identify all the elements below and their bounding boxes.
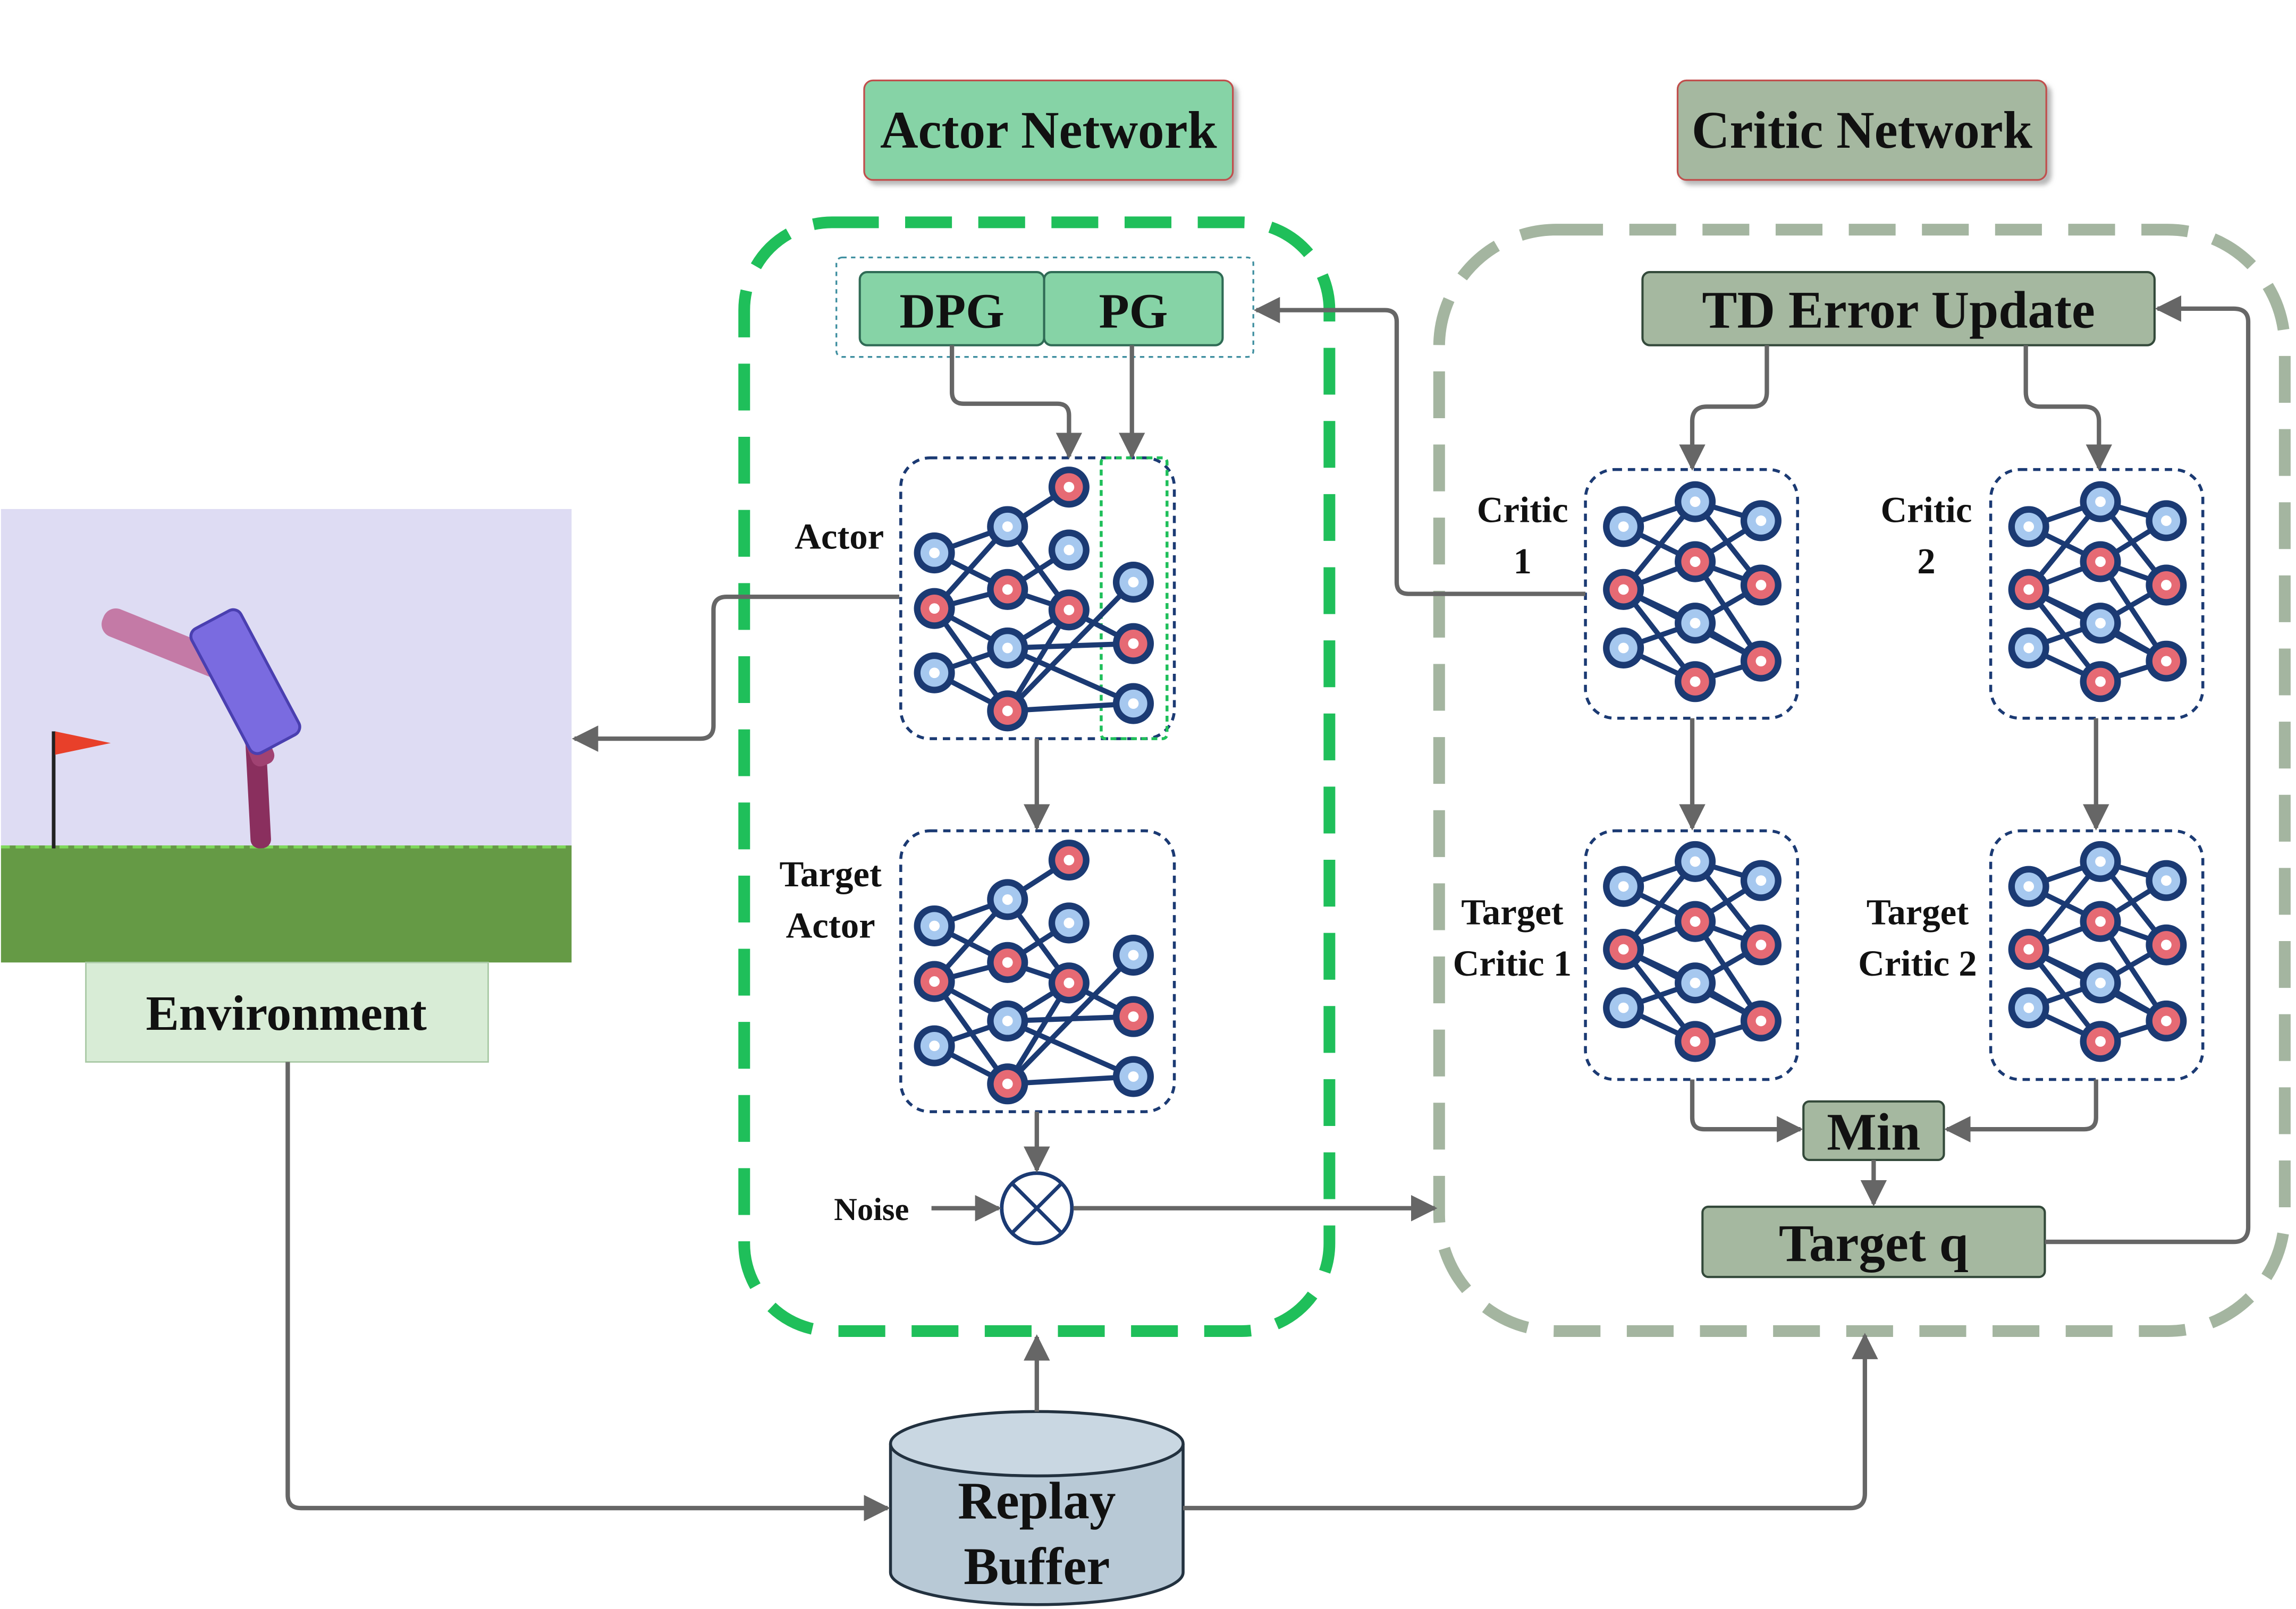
actor-network-title-text: Actor Network: [880, 101, 1217, 159]
arrow-td-to-critic2: [2023, 345, 2113, 471]
pg-label: PG: [1099, 284, 1168, 339]
environment-panel: Environment: [1, 509, 572, 1063]
environment-label-box: [85, 961, 489, 1063]
arrow-dpg-to-actor: [950, 345, 1083, 459]
actor-network-graph: [914, 467, 1154, 732]
noise-label: Noise: [834, 1192, 909, 1227]
arrow-target-q-to-td: [2045, 295, 2251, 1244]
neural-network-graphics: [914, 467, 2187, 1105]
target-critic2-net-box: [1989, 829, 2205, 1081]
environment-sky: [1, 509, 572, 849]
target-actor-label-line2: Actor: [786, 905, 875, 945]
critic2-label-line1: Critic: [1880, 490, 1972, 530]
target-critic1-net-box: [1584, 829, 1799, 1081]
target-critic1-label-line1: Target: [1461, 892, 1563, 933]
arrow-environment-to-replay: [285, 1062, 890, 1521]
min-label: Min: [1827, 1104, 1920, 1162]
arrow-actor-to-environment: [571, 594, 900, 752]
flag-icon: [52, 731, 111, 849]
actor-output-highlight: [1100, 456, 1169, 740]
policy-gradient-group: [835, 256, 1254, 358]
network-edge: [1006, 580, 1135, 713]
arrow-target-critic1-to-min: [1690, 1079, 1803, 1142]
critic2-network-graph: [2008, 481, 2187, 702]
td-error-update-label: TD Error Update: [1702, 282, 2095, 340]
target-q-label: Target q: [1779, 1215, 1969, 1273]
target-critic2-label-line1: Target: [1867, 892, 1969, 933]
connector-arrows: [285, 295, 2251, 1521]
noise-mixer-icon: [1000, 1171, 1074, 1246]
target-critic2-network-graph: [2008, 841, 2187, 1062]
arrow-critic1-to-pg: [1253, 297, 1586, 596]
critic1-network-graph: [1603, 481, 1782, 702]
critic-network-container: [1433, 224, 2291, 1337]
target-actor-network-graph: [914, 840, 1154, 1105]
actor-network-title: [863, 79, 1234, 181]
critic2-net-box: [1989, 468, 2205, 720]
target-critic2-label-line2: Critic 2: [1858, 943, 1977, 984]
critic-network-title: [1676, 79, 2047, 181]
network-edge: [1006, 953, 1135, 1086]
critic2-label-line2: 2: [1917, 541, 1935, 581]
critic1-label-line1: Critic: [1477, 490, 1568, 530]
arrow-replay-to-critic: [1183, 1333, 1878, 1511]
environment-label: Environment: [146, 986, 427, 1041]
critic-network-title-text: Critic Network: [1692, 101, 2032, 159]
environment-ground: [1, 845, 572, 963]
dpg-label: DPG: [899, 284, 1004, 339]
replay-buffer-label-line1: Replay: [958, 1472, 1116, 1530]
network-edge: [1007, 701, 1134, 714]
replay-buffer-label-line2: Buffer: [964, 1538, 1110, 1596]
actor-label: Actor: [795, 516, 884, 556]
critic1-label-line2: 1: [1513, 541, 1531, 581]
network-edge: [1006, 646, 1135, 706]
arrow-target-critic2-to-min: [1944, 1079, 2098, 1142]
target-critic1-network-graph: [1603, 841, 1782, 1062]
network-edge: [1006, 1018, 1135, 1079]
td-error-update-box: [1641, 270, 2156, 346]
bipedal-walker-icon: [102, 608, 301, 849]
target-critic1-label-line2: Critic 1: [1453, 943, 1572, 984]
network-edge: [1007, 1074, 1134, 1087]
target-actor-label-line1: Target: [779, 854, 881, 894]
replay-buffer-cylinder: [889, 1410, 1185, 1606]
arrow-td-to-critic1: [1679, 345, 1769, 471]
